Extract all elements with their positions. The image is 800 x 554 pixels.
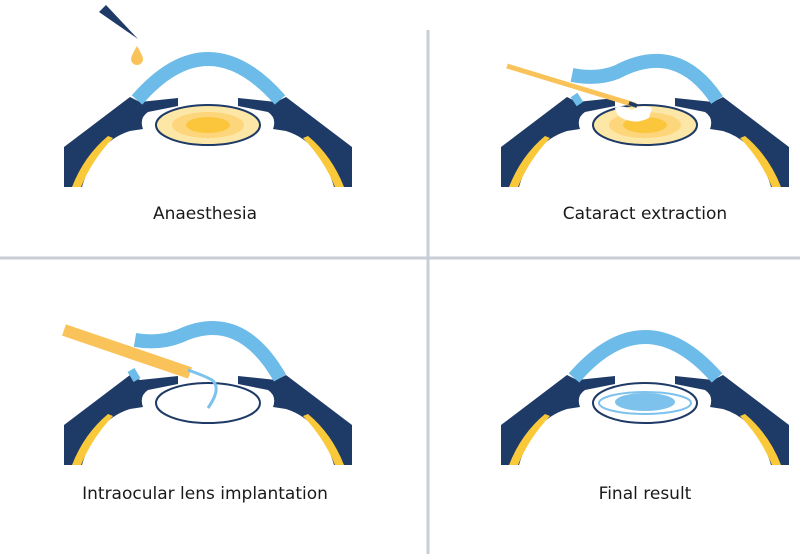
dropper-icon [99, 5, 138, 39]
cornea [131, 52, 286, 105]
cataract-lens [155, 104, 261, 146]
empty-capsule [155, 382, 261, 424]
intraocular-lens [615, 393, 675, 411]
panel-final-result-illustration [501, 330, 789, 465]
label-iol-implantation: Intraocular lens implantation [82, 484, 328, 504]
panel-cataract-extraction-illustration [501, 53, 789, 187]
fragmented-lens [615, 106, 652, 122]
label-final-result: Final result [598, 484, 692, 504]
panel-iol-implantation-illustration [62, 321, 352, 465]
injector [62, 324, 192, 379]
iol-haptics [598, 391, 692, 415]
folded-iol [187, 368, 218, 409]
panel-anaesthesia-illustration [64, 5, 352, 187]
cornea-stub [127, 367, 141, 383]
phaco-probe [506, 63, 636, 108]
cornea-stub [570, 92, 584, 107]
cornea-flap [570, 53, 723, 104]
label-cataract-extraction: Cataract extraction [562, 204, 728, 224]
label-anaesthesia: Anaesthesia [152, 204, 258, 224]
cornea-flap [133, 321, 287, 382]
cornea [568, 330, 723, 383]
drop-icon [131, 46, 143, 65]
